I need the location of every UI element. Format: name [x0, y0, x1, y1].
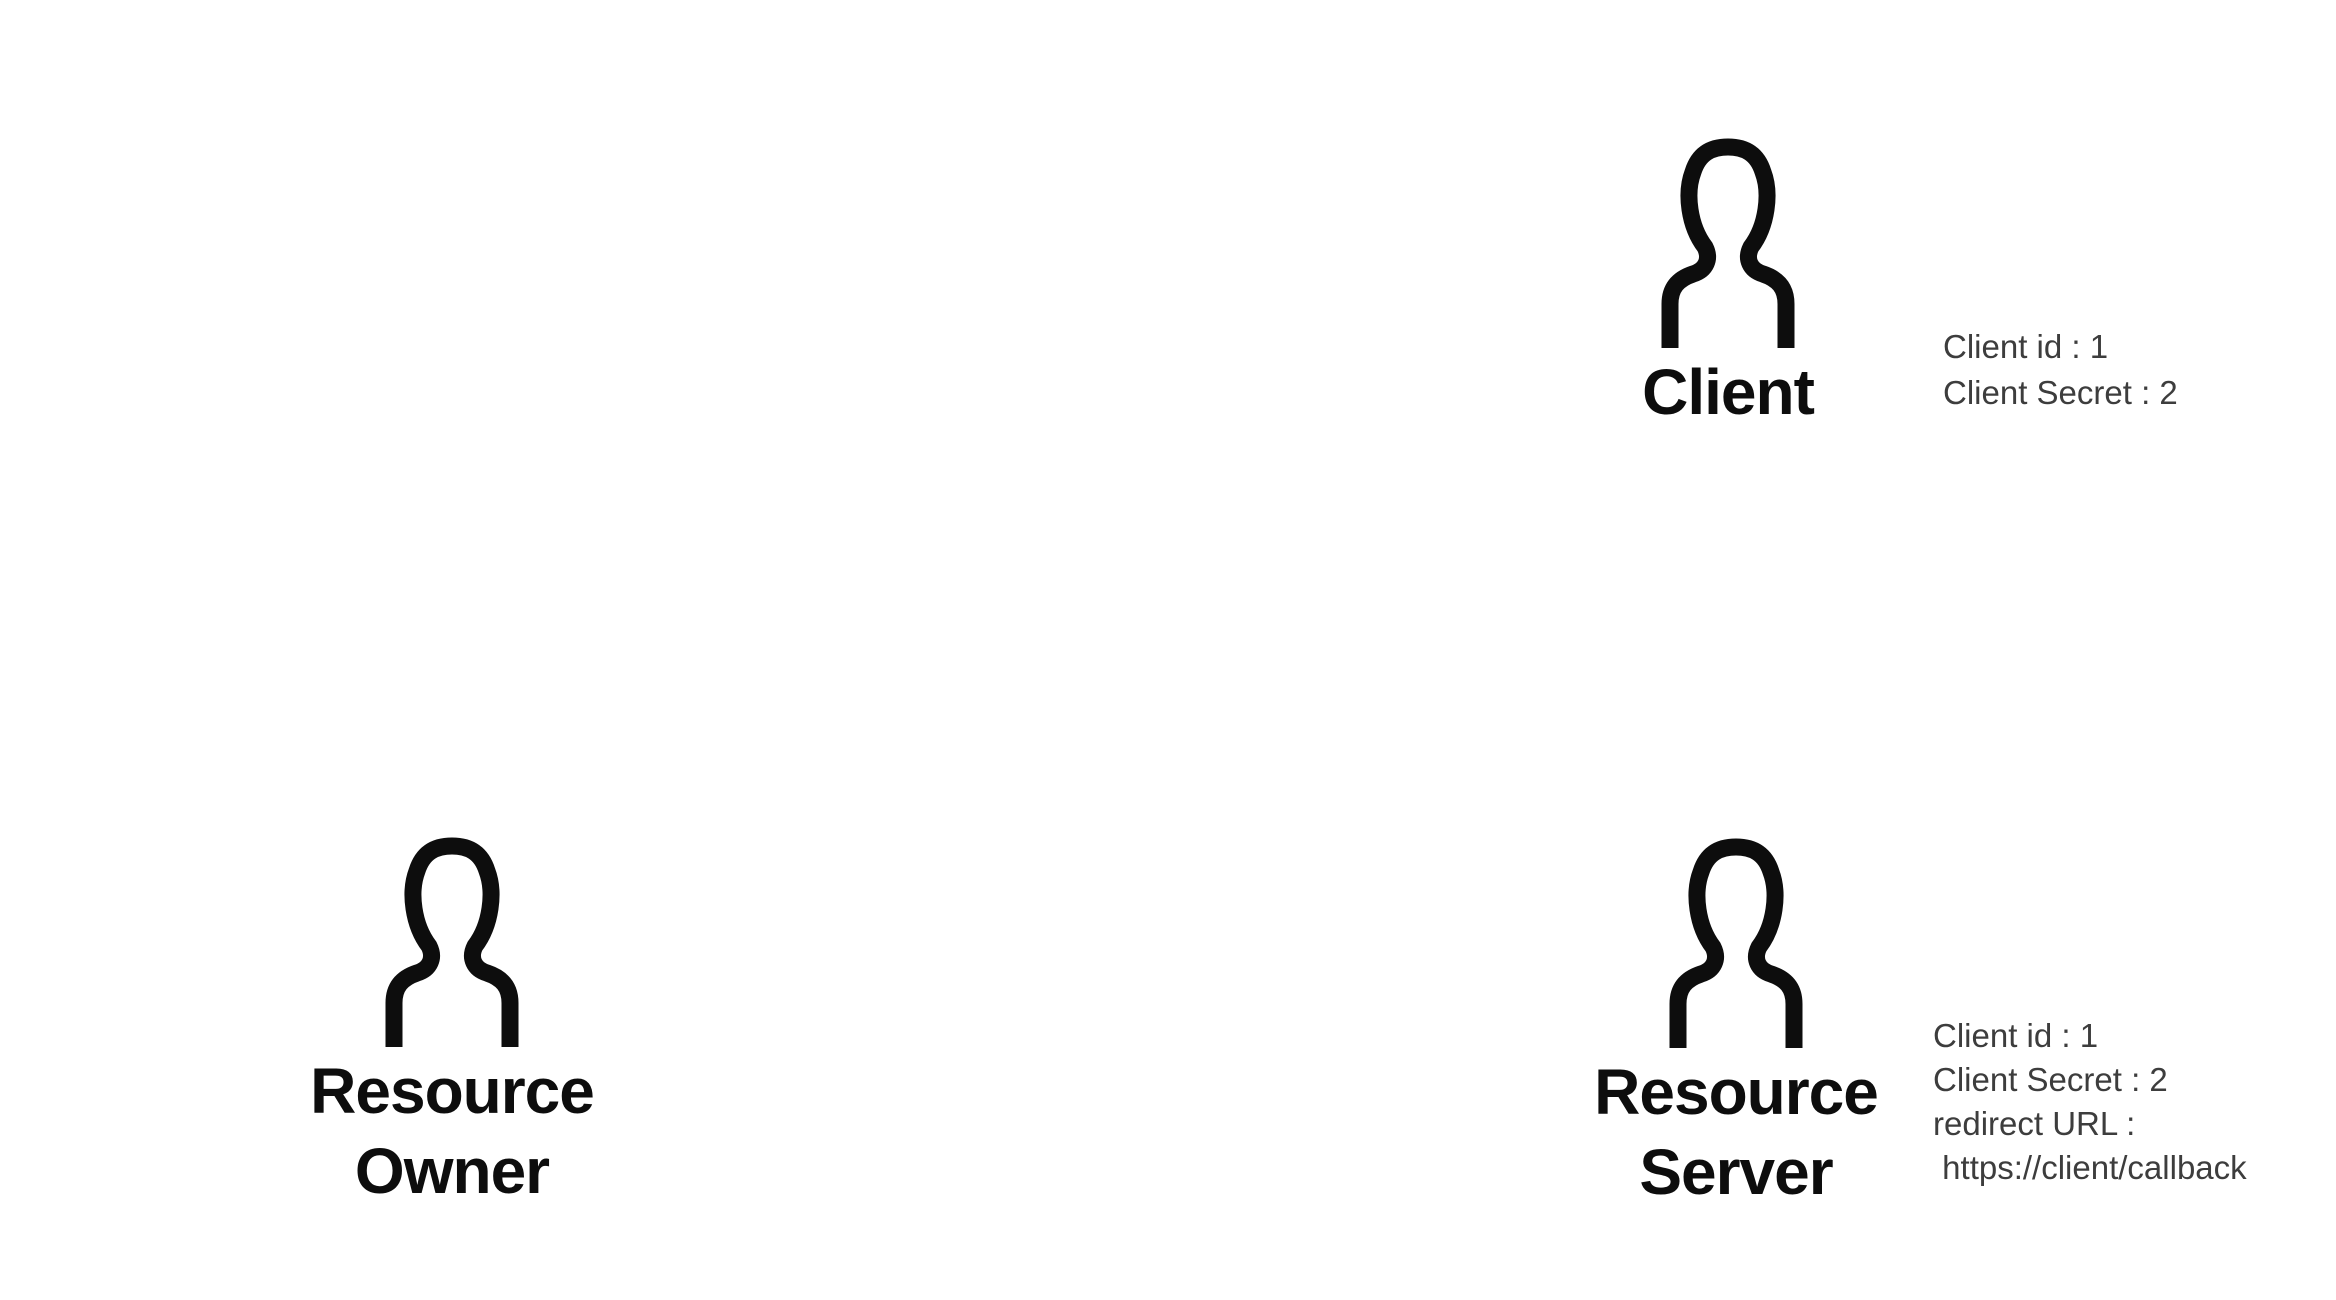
resource-server-label-line1: Resource — [1594, 1056, 1879, 1128]
entity-resource-server: Resource Server — [1536, 838, 1936, 1212]
person-icon — [1653, 138, 1803, 348]
person-icon — [377, 837, 527, 1047]
entity-client: Client — [1528, 138, 1928, 432]
server-redirect-url-label-text: redirect URL : — [1933, 1105, 2136, 1142]
resource-owner-label: Resource Owner — [310, 1051, 595, 1211]
server-client-secret-text: Client Secret : 2 — [1933, 1061, 2168, 1098]
resource-server-label-line2: Server — [1639, 1136, 1833, 1208]
resource-owner-label-line1: Resource — [310, 1055, 595, 1127]
entity-resource-owner: Resource Owner — [252, 837, 652, 1211]
server-client-id-text: Client id : 1 — [1933, 1017, 2099, 1054]
person-icon — [1661, 838, 1811, 1048]
resource-owner-label-line2: Owner — [354, 1135, 550, 1207]
client-secret-text: Client Secret : 2 — [1943, 374, 2178, 411]
server-redirect-url-value-text: https://client/callback — [1933, 1149, 2247, 1186]
client-id-text: Client id : 1 — [1943, 328, 2109, 365]
resource-server-info-block: Client id : 1 Client Secret : 2 redirect… — [1933, 1014, 2247, 1190]
resource-server-label: Resource Server — [1594, 1052, 1879, 1212]
client-label: Client — [1642, 356, 1815, 428]
client-info-block: Client id : 1 Client Secret : 2 — [1943, 324, 2178, 416]
